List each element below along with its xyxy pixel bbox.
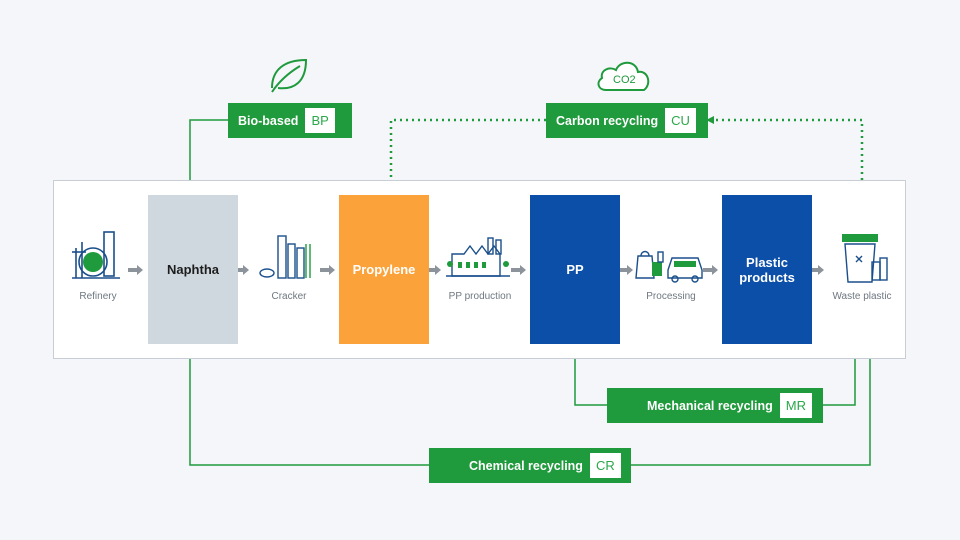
recycle-icon-slot [619,395,641,417]
naphtha-label: Naphtha [167,262,219,277]
pp-label: PP [566,262,584,277]
bio-based-connector [186,119,228,197]
mechanical-recycling-label: Mechanical recycling [647,398,773,413]
bio-based-abbr: BP [305,108,335,133]
carbon-recycling-connector [387,116,864,222]
pp-block: PP [530,195,620,344]
co2-cloud-icon: CO2 [597,61,650,91]
propylene-block: Propylene [339,195,429,344]
mechanical-recycling-tag: Mechanical recycling MR [607,388,823,423]
chemical-recycling-label: Chemical recycling [469,458,583,473]
carbon-recycling-abbr: CU [665,108,696,133]
plastic-products-label: Plastic products [739,254,795,285]
propylene-label: Propylene [352,262,416,277]
chemical-recycling-abbr: CR [589,453,621,478]
refinery-label: Refinery [79,291,117,302]
carbon-recycling-tag: Carbon recycling CU [546,103,708,138]
naphtha-block: Naphtha [148,195,238,344]
carbon-recycling-label: Carbon recycling [556,113,659,128]
recycle-icon-slot [441,455,463,477]
chemical-recycling-tag: Chemical recycling CR [429,448,631,483]
leaf-icon [271,58,308,93]
plastic-products-block: Plastic products [722,195,812,344]
bio-based-label: Bio-based [238,113,299,128]
processing-label: Processing [646,291,696,302]
mechanical-recycling-abbr: MR [779,393,812,418]
waste-plastic-label: Waste plastic [832,291,892,302]
chemical-recycling-connector [186,312,871,466]
bio-based-tag: Bio-based BP [228,103,352,138]
pp-production-label: PP production [448,291,512,302]
cracker-label: Cracker [271,291,307,302]
co2-text: CO2 [613,74,636,86]
